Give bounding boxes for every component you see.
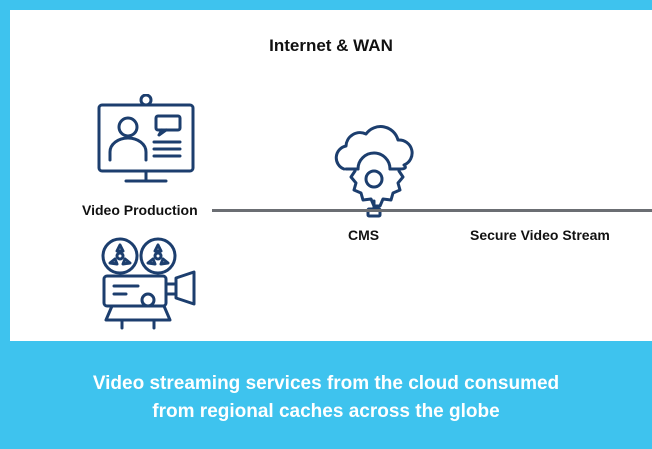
- cms-label: CMS: [348, 227, 380, 243]
- cloud-gear-icon: [334, 125, 414, 218]
- monitor-presenter-icon: [97, 94, 195, 183]
- caption-line-1: Video streaming services from the cloud …: [92, 373, 560, 394]
- diagram-title: Internet & WAN: [269, 36, 393, 55]
- diagram-panel: Internet & WAN Video Production CMS Secu…: [10, 10, 652, 341]
- secure-stream-label: Secure Video Stream: [470, 227, 610, 243]
- video-production-label: Video Production: [82, 202, 198, 218]
- film-camera-icon: [101, 237, 196, 330]
- caption-line-2: from regional caches across the globe: [152, 401, 500, 422]
- diagram-caption: Video streaming services from the cloud …: [0, 370, 652, 426]
- connector-line: [212, 209, 652, 212]
